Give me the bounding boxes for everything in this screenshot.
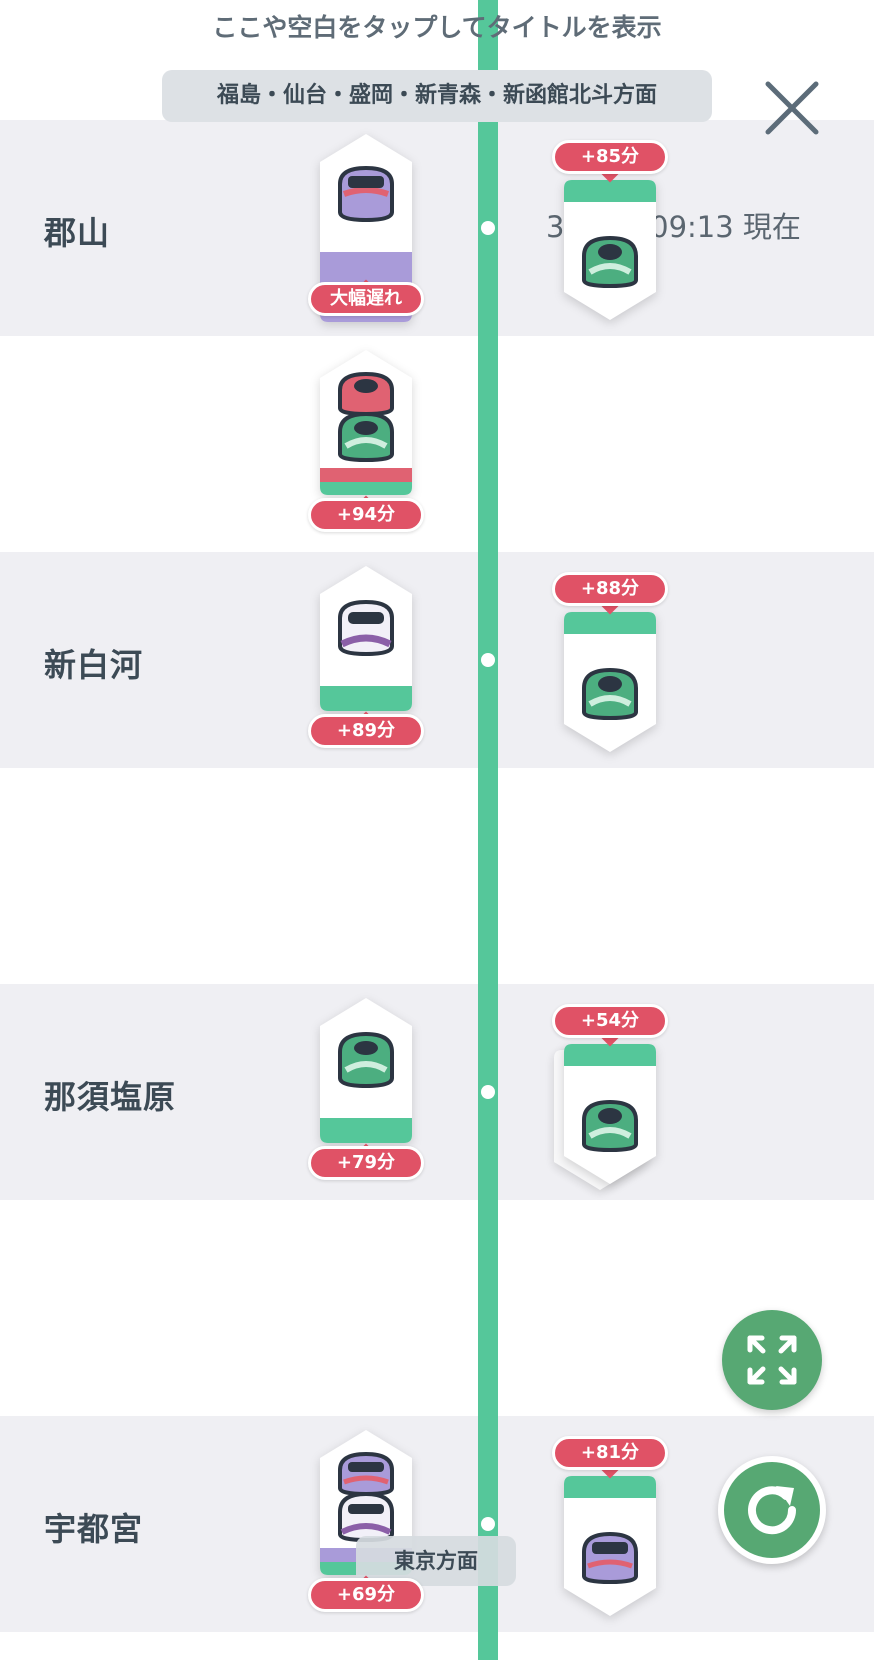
train-card[interactable] [320,998,412,1186]
expand-button[interactable] [722,1310,822,1410]
train-icon [582,1099,638,1153]
train-icon [338,1031,394,1089]
train-icon [338,599,394,657]
station-band-koriyama [0,120,874,336]
station-band-nasushiobara [0,984,874,1200]
stop-dot [481,653,495,667]
delay-badge: +79分 [308,1146,424,1180]
train-icon [338,411,394,463]
close-icon [765,81,819,135]
delay-badge: +94分 [308,498,424,532]
delay-badge: +89分 [308,714,424,748]
station-name-koriyama: 郡山 [44,214,111,252]
train-card[interactable] [564,612,656,800]
delay-badge: 大幅遅れ [308,282,424,316]
expand-icon [747,1335,797,1385]
station-name-utsunomiya: 宇都宮 [44,1510,144,1548]
stop-dot [481,221,495,235]
train-card[interactable] [564,1044,656,1232]
train-card[interactable] [564,1476,656,1664]
stop-dot [481,1517,495,1531]
delay-badge: +54分 [552,1004,668,1038]
direction-label-south: 東京方面 [356,1536,516,1586]
train-card[interactable] [320,566,412,754]
track-line [478,0,498,1660]
delay-badge: +81分 [552,1436,668,1470]
delay-badge: +88分 [552,572,668,606]
refresh-button[interactable] [718,1456,826,1564]
station-name-nasushiobara: 那須塩原 [44,1078,177,1116]
stop-dot [481,1085,495,1099]
train-icon [338,371,394,417]
train-icon [582,1531,638,1585]
train-icon [582,667,638,721]
close-button[interactable] [762,78,822,138]
train-card[interactable] [320,350,412,538]
station-band-shinshirakawa [0,552,874,768]
train-icon [338,1491,394,1543]
station-name-shinshirakawa: 新白河 [44,646,144,684]
train-icon [338,1451,394,1497]
refresh-icon [748,1486,797,1535]
train-icon [582,235,638,289]
direction-label-north: 福島・仙台・盛岡・新青森・新函館北斗方面 [162,70,712,122]
train-icon [338,165,394,223]
train-card[interactable] [564,180,656,368]
delay-badge: +85分 [552,140,668,174]
delay-badge: +69分 [308,1578,424,1612]
title-hint[interactable]: ここや空白をタップしてタイトルを表示 [212,13,662,42]
